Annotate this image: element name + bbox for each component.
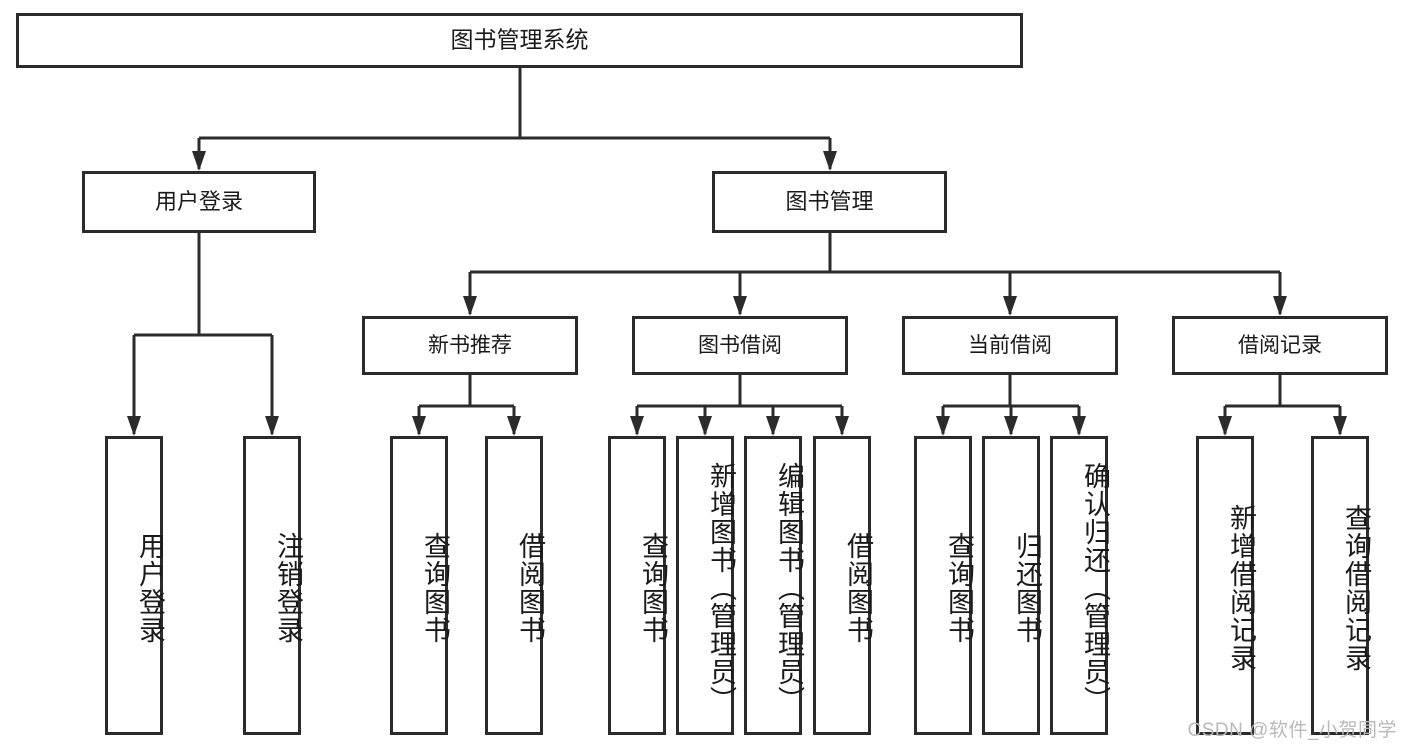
edge-borrowrecord-to-leaves <box>1223 375 1342 434</box>
level3-node-3[interactable] <box>1172 316 1388 375</box>
node-box-layer <box>16 13 1388 735</box>
root-node[interactable] <box>16 13 1023 68</box>
leaf-node-6[interactable] <box>744 436 802 735</box>
watermark-text: CSDN @软件_小贺同学 <box>1187 720 1397 741</box>
connector-arrowhead <box>1273 296 1287 316</box>
connector-arrowhead <box>936 416 950 436</box>
connector-arrowhead <box>1003 296 1017 316</box>
leaf-node-1[interactable] <box>243 436 301 735</box>
connector-arrowhead <box>507 416 521 436</box>
leaf-node-11[interactable] <box>1196 436 1254 735</box>
leaf-node-3[interactable] <box>485 436 543 735</box>
leaf-node-5[interactable] <box>676 436 734 735</box>
edge-root-to-level2 <box>197 68 832 169</box>
edge-bookmanage-to-level3 <box>468 233 1282 314</box>
connector-arrowhead <box>463 296 477 316</box>
level2-node-1[interactable] <box>712 171 947 233</box>
edge-bookborrow-to-leaves <box>635 375 844 434</box>
leaf-node-10[interactable] <box>1050 436 1108 735</box>
leaf-node-12[interactable] <box>1311 436 1369 735</box>
connector-layer <box>127 68 1347 436</box>
level3-node-1[interactable] <box>632 316 848 375</box>
connector-arrowhead <box>1004 416 1018 436</box>
connector-arrowhead <box>1072 416 1086 436</box>
level2-node-label-0: 用户登录 <box>155 189 243 214</box>
level3-node-2[interactable] <box>902 316 1118 375</box>
leaf-node-4[interactable] <box>608 436 666 735</box>
leaf-node-7[interactable] <box>813 436 871 735</box>
connector-arrowhead <box>192 151 206 171</box>
connector-arrowhead <box>1218 416 1232 436</box>
root-node-label: 图书管理系统 <box>451 27 589 53</box>
connector-arrowhead <box>733 296 747 316</box>
leaf-node-9[interactable] <box>982 436 1040 735</box>
level2-node-label-1: 图书管理 <box>785 189 873 214</box>
connector-arrowhead <box>766 416 780 436</box>
connector-arrowhead <box>630 416 644 436</box>
level3-node-label-1: 图书借阅 <box>698 334 782 357</box>
level3-node-label-3: 借阅记录 <box>1238 334 1322 357</box>
level3-node-label-0: 新书推荐 <box>428 334 512 357</box>
edge-userlogin-to-leaves <box>132 233 274 434</box>
connector-arrowhead <box>835 416 849 436</box>
connector-arrowhead <box>127 416 141 436</box>
leaf-node-2[interactable] <box>390 436 448 735</box>
connector-arrowhead <box>265 416 279 436</box>
connector-arrowhead <box>698 416 712 436</box>
connector-arrowhead <box>1333 416 1347 436</box>
level2-node-0[interactable] <box>82 171 316 233</box>
level3-node-label-2: 当前借阅 <box>968 334 1052 357</box>
leaf-node-8[interactable] <box>914 436 972 735</box>
leaf-node-0[interactable] <box>105 436 163 735</box>
level3-node-0[interactable] <box>362 316 578 375</box>
edge-newbook-to-leaves <box>417 375 516 434</box>
connector-arrowhead <box>823 151 837 171</box>
connector-arrowhead <box>412 416 426 436</box>
